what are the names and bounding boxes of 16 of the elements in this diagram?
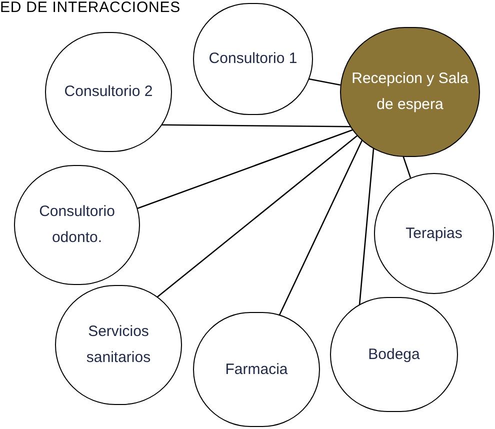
- connector-line: [308, 78, 341, 86]
- room-label: Consultorio odonto.: [38, 202, 116, 248]
- connector-line: [278, 139, 363, 316]
- connector-line: [402, 156, 412, 178]
- room-label: Consultorio 2: [64, 82, 153, 102]
- connector-line: [137, 129, 354, 210]
- connector-line: [162, 124, 351, 128]
- room-label: Farmacia: [225, 360, 288, 380]
- room-label: Consultorio 1: [208, 49, 298, 69]
- connector-line: [358, 147, 374, 306]
- connector-line: [156, 134, 358, 298]
- room-label: Recepcion y Sala de espera: [350, 69, 470, 115]
- room-label: Bodega: [368, 344, 420, 364]
- room-label: Servicios sanitarios: [85, 322, 152, 368]
- room-label: Terapias: [406, 224, 462, 244]
- diagram-title: ED DE INTERACCIONES: [0, 0, 180, 16]
